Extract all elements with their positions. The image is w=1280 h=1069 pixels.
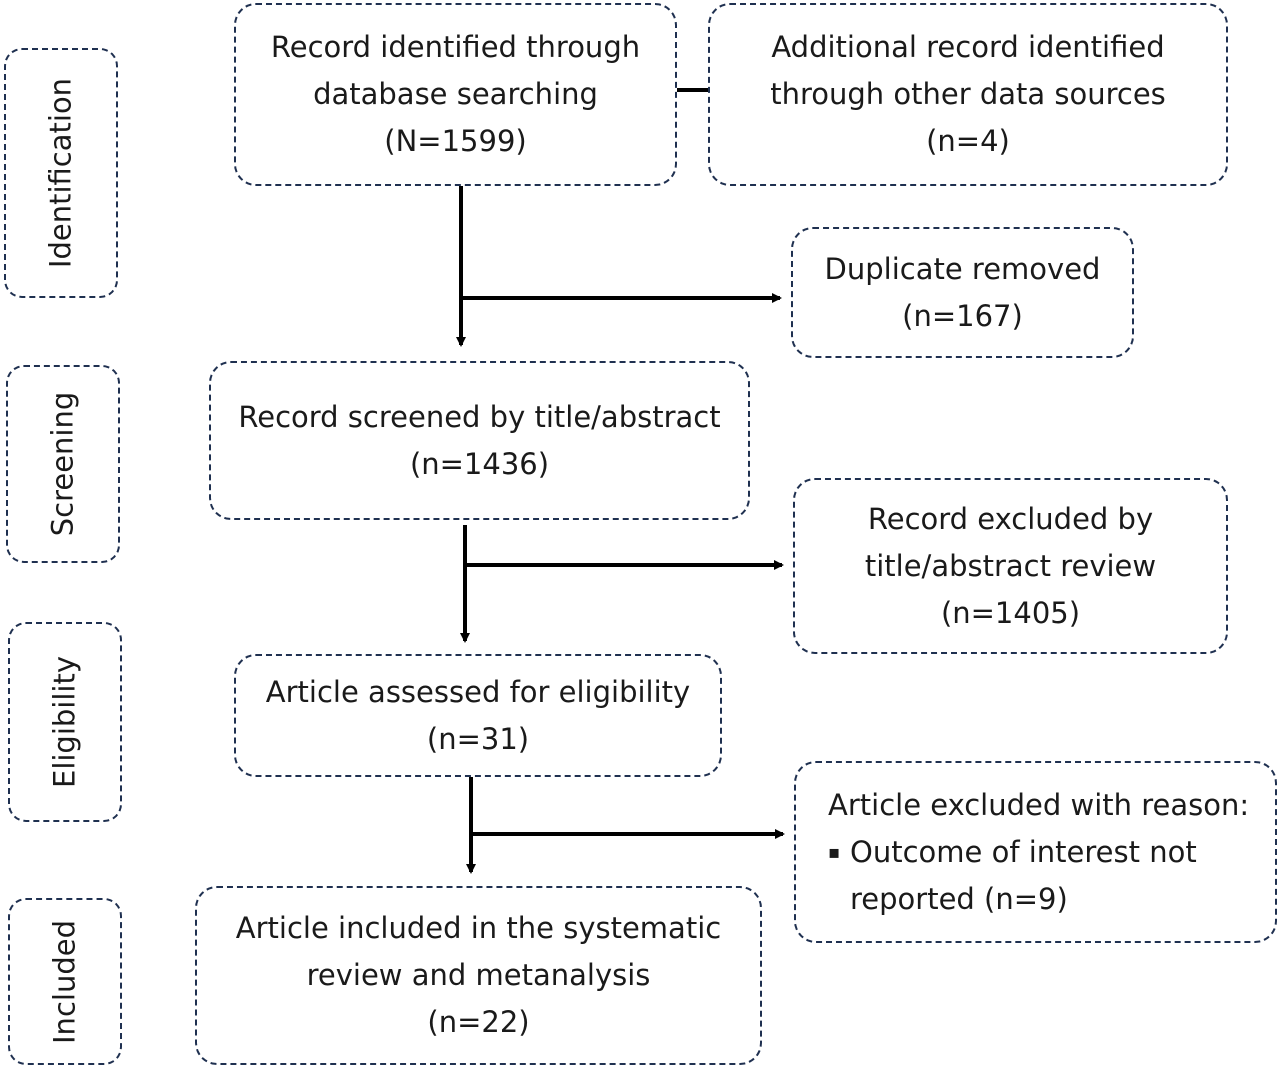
box-line: Record screened by title/abstract bbox=[238, 399, 721, 434]
stage-label-included: Included bbox=[47, 919, 82, 1044]
box-count: (n=31) bbox=[426, 721, 530, 756]
box-count: (N=1599) bbox=[384, 124, 527, 158]
stage-label-identification: Identification bbox=[43, 77, 78, 269]
box-line: Article included in the systematic bbox=[235, 911, 722, 945]
box-count: (n=167) bbox=[902, 298, 1023, 333]
box-line: Additional record identified bbox=[771, 30, 1165, 64]
stage-identification: Identification bbox=[4, 48, 118, 298]
stage-label-screening: Screening bbox=[45, 391, 80, 537]
box-excluded-title: Record excluded by title/abstract review… bbox=[793, 478, 1228, 654]
box-heading: Article excluded with reason: bbox=[828, 787, 1250, 822]
reason-line: Outcome of interest not bbox=[850, 834, 1197, 869]
stage-included: Included bbox=[8, 898, 122, 1065]
box-line: Duplicate removed bbox=[824, 251, 1101, 286]
stage-screening: Screening bbox=[6, 365, 120, 563]
box-screened: Record screened by title/abstract (n=143… bbox=[209, 361, 750, 520]
box-line: review and metanalysis bbox=[306, 958, 651, 992]
box-excluded-reason: Article excluded with reason: ▪ Outcome … bbox=[794, 761, 1277, 943]
box-line: database searching bbox=[313, 77, 598, 111]
box-count: (n=4) bbox=[926, 124, 1010, 158]
reason-list-item: ▪ Outcome of interest not reported (n=9) bbox=[828, 829, 1197, 923]
box-line: through other data sources bbox=[770, 77, 1166, 111]
box-count: (n=1405) bbox=[940, 595, 1081, 630]
box-line: Article assessed for eligibility bbox=[265, 674, 691, 709]
box-line: title/abstract review bbox=[864, 548, 1157, 583]
box-line: Record excluded by bbox=[867, 501, 1154, 536]
box-line: Record identified through bbox=[270, 30, 641, 64]
reason-line: reported (n=9) bbox=[850, 881, 1068, 916]
reason-text: Outcome of interest not reported (n=9) bbox=[850, 829, 1197, 923]
bullet-icon: ▪ bbox=[828, 841, 841, 863]
box-database-search: Record identified through database searc… bbox=[234, 3, 677, 186]
box-eligibility: Article assessed for eligibility (n=31) bbox=[234, 654, 722, 777]
box-other-sources: Additional record identified through oth… bbox=[708, 3, 1228, 186]
stage-eligibility: Eligibility bbox=[8, 622, 122, 822]
box-count: (n=1436) bbox=[409, 446, 550, 481]
box-included: Article included in the systematic revie… bbox=[195, 886, 762, 1065]
box-count: (n=22) bbox=[427, 1005, 530, 1039]
stage-label-eligibility: Eligibility bbox=[47, 655, 82, 789]
box-duplicates: Duplicate removed (n=167) bbox=[791, 227, 1134, 358]
